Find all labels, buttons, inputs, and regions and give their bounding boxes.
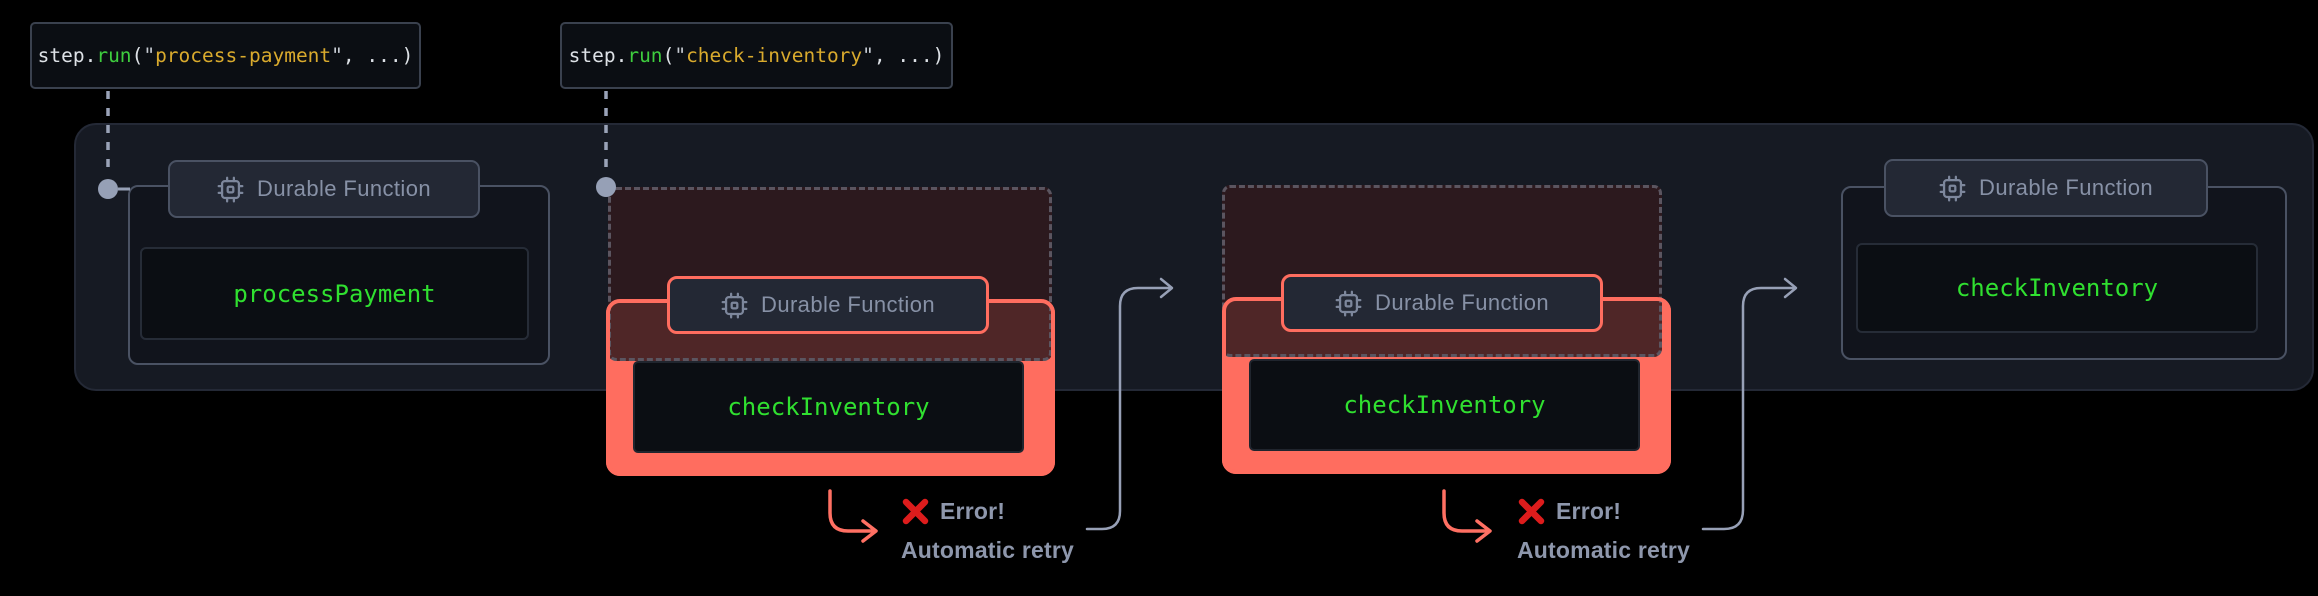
function-name-box: processPayment [140, 247, 529, 340]
badge-label: Durable Function [1375, 290, 1549, 315]
error-label: Error! [1556, 497, 1622, 524]
durable-function-badge: Durable Function [1281, 274, 1603, 332]
code-token-quote: " [862, 44, 874, 67]
code-token-method: run [627, 44, 663, 67]
durable-function-badge: Durable Function [168, 160, 480, 218]
code-token: step [37, 44, 85, 67]
code-token: . [615, 44, 628, 67]
code-token-quote: " [674, 44, 687, 67]
code-token-string: check-inventory [686, 44, 863, 67]
error-arrowhead [861, 519, 878, 543]
retry-label: Automatic retry [901, 537, 1074, 563]
error-annotation: Error! Automatic retry [901, 496, 1074, 564]
code-token: , ...) [873, 44, 945, 67]
error-arrowhead [1475, 519, 1492, 543]
code-token-string: process-payment [155, 44, 332, 67]
code-tooltip-process-payment: step.run("process-payment", ...) [30, 22, 421, 89]
function-name: processPayment [233, 279, 436, 308]
badge-label: Durable Function [1979, 175, 2153, 200]
code-token-method: run [96, 44, 132, 67]
error-arrow [828, 489, 874, 533]
function-name: checkInventory [1955, 274, 2159, 302]
cpu-chip-icon [217, 176, 244, 202]
badge-label: Durable Function [761, 292, 935, 317]
cpu-chip-icon [1335, 290, 1362, 316]
error-arrow [1442, 489, 1488, 533]
durable-function-badge: Durable Function [667, 276, 989, 334]
function-name: checkInventory [1343, 391, 1546, 419]
badge-label: Durable Function [257, 176, 431, 201]
code-token: ( [131, 44, 144, 67]
function-name-box: checkInventory [1856, 243, 2258, 333]
code-token: step [568, 44, 616, 67]
durable-function-badge: Durable Function [1884, 159, 2208, 217]
error-annotation: Error! Automatic retry [1517, 496, 1690, 564]
code-token-quote: " [143, 44, 156, 67]
function-name: checkInventory [727, 393, 930, 421]
code-token: ( [662, 44, 675, 67]
x-cross-icon [902, 498, 929, 524]
error-label: Error! [940, 497, 1006, 524]
code-tooltip-check-inventory: step.run("check-inventory", ...) [560, 22, 953, 89]
x-cross-icon [1518, 498, 1545, 524]
cpu-chip-icon [721, 292, 748, 318]
code-token-quote: " [331, 44, 343, 67]
function-name-box: checkInventory [1249, 359, 1640, 451]
code-token: . [84, 44, 97, 67]
function-name-box: checkInventory [633, 361, 1024, 453]
code-token: , ...) [342, 44, 414, 67]
retry-label: Automatic retry [1517, 537, 1690, 563]
cpu-chip-icon [1939, 175, 1966, 201]
